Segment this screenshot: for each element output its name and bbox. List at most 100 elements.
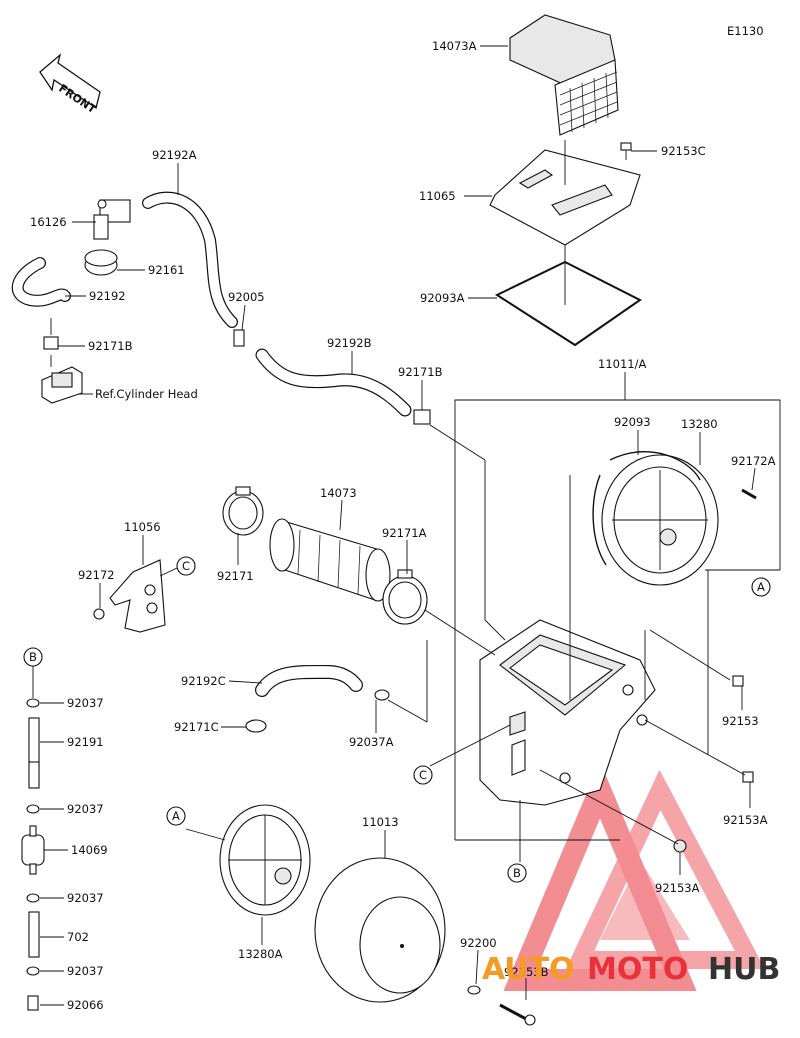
watermark-triangle-inner [600, 860, 690, 940]
filter-14069 [21, 825, 45, 875]
callout-A-lower: A [166, 806, 186, 826]
label-92153: 92153 [722, 714, 759, 728]
watermark-triangle-left [503, 761, 697, 991]
front-arrow-icon: FRONT [39, 53, 101, 116]
diagram-code: E1130 [727, 24, 764, 38]
filter-cage-13280 [601, 454, 719, 586]
label-16126: 16126 [30, 215, 67, 229]
svg-text:C: C [182, 559, 190, 573]
watermark-auto: AUTO [482, 952, 575, 987]
washer-92200 [467, 985, 481, 995]
ref-cylinder-head-note: Ref.Cylinder Head [95, 387, 198, 401]
label-92171A: 92171A [382, 526, 427, 540]
cylinder-head-ref [41, 366, 83, 404]
bracket-11056 [109, 559, 166, 633]
label-92171B-left: 92171B [88, 339, 133, 353]
label-92192C: 92192C [181, 674, 226, 688]
callout-A-right: A [751, 577, 771, 597]
filter-element-11013 [314, 857, 446, 1003]
label-11056: 11056 [124, 520, 161, 534]
label-92200: 92200 [460, 936, 497, 950]
callout-B-lower: B [507, 863, 527, 883]
clip-92037-2 [26, 804, 40, 814]
bolt-92153A-right [742, 771, 754, 783]
label-92153C: 92153C [661, 144, 706, 158]
label-92037-3: 92037 [67, 891, 104, 905]
intake-duct-14073 [269, 518, 391, 602]
air-box-housing [479, 619, 656, 806]
gasket-92093A [494, 260, 642, 347]
svg-text:B: B [513, 866, 521, 880]
hose-92192A [142, 191, 238, 328]
label-92192A: 92192A [152, 148, 197, 162]
bolt-92172A [741, 488, 757, 500]
label-92172: 92172 [78, 568, 115, 582]
filter-element-14073A [509, 14, 619, 136]
clip-92037-4 [26, 966, 40, 976]
label-14073: 14073 [320, 486, 357, 500]
label-92171C: 92171C [174, 720, 219, 734]
svg-text:A: A [172, 809, 180, 823]
clamp-92171 [222, 486, 264, 536]
label-92191: 92191 [67, 735, 104, 749]
watermark-moto: MOTO [587, 952, 688, 987]
clip-92171C [245, 719, 267, 733]
label-92192: 92192 [89, 289, 126, 303]
watermark-text: AUTO MOTO HUB [482, 952, 780, 987]
valve-16126 [93, 199, 131, 240]
bolt-92153 [732, 675, 744, 687]
label-92093A: 92093A [420, 291, 465, 305]
bolt-92153A-lower [673, 839, 687, 853]
bolt-92172 [93, 608, 105, 620]
label-11065: 11065 [419, 189, 456, 203]
label-92161: 92161 [148, 263, 185, 277]
callout-C-bracket: C [176, 556, 196, 576]
filter-cage-13280A [219, 804, 311, 916]
label-92005: 92005 [228, 290, 265, 304]
watermark-hub: HUB [708, 952, 780, 987]
label-92171B-mid: 92171B [398, 365, 443, 379]
cover-plate-11065 [489, 149, 641, 246]
svg-text:A: A [757, 580, 765, 594]
label-92037-4: 92037 [67, 964, 104, 978]
label-92153B: 92153B [504, 965, 549, 979]
callout-B-left: B [23, 647, 43, 667]
plug-92066 [27, 995, 39, 1011]
hose-92192C [255, 664, 363, 697]
label-92037-1: 92037 [67, 696, 104, 710]
clip-92171B-left [43, 336, 59, 350]
svg-text:B: B [29, 650, 37, 664]
gasket-92093 [592, 451, 701, 566]
label-13280: 13280 [681, 417, 718, 431]
label-14073A: 14073A [432, 39, 477, 53]
tube-92191 [28, 717, 40, 789]
callout-C-box: C [413, 765, 433, 785]
label-92037A: 92037A [349, 735, 394, 749]
label-92037-2: 92037 [67, 802, 104, 816]
clamp-92171A [382, 569, 428, 625]
label-702: 702 [67, 930, 89, 944]
label-92153A-right: 92153A [723, 813, 768, 827]
label-13280A: 13280A [238, 947, 283, 961]
autmotohub-watermark [503, 761, 765, 991]
watermark-triangle-right [565, 769, 765, 969]
hose-92192 [11, 257, 71, 307]
clip-92037A [374, 689, 390, 701]
fitting-92005 [233, 329, 245, 347]
label-92171: 92171 [217, 569, 254, 583]
clip-92171B-mid [413, 409, 431, 425]
label-92153A-lower: 92153A [655, 881, 700, 895]
clip-92037-3 [26, 893, 40, 903]
label-92172A: 92172A [731, 454, 776, 468]
tube-702 [28, 911, 40, 958]
svg-text:C: C [419, 768, 427, 782]
bolt-92153B [499, 1003, 536, 1026]
reference-frame-lines [387, 399, 781, 862]
label-92066: 92066 [67, 998, 104, 1012]
bolt-92153C [620, 142, 632, 160]
leader-lines [32, 45, 756, 1006]
label-11011A: 11011/A [598, 357, 646, 371]
clip-92037-1 [26, 698, 40, 708]
label-92192B: 92192B [327, 336, 372, 350]
